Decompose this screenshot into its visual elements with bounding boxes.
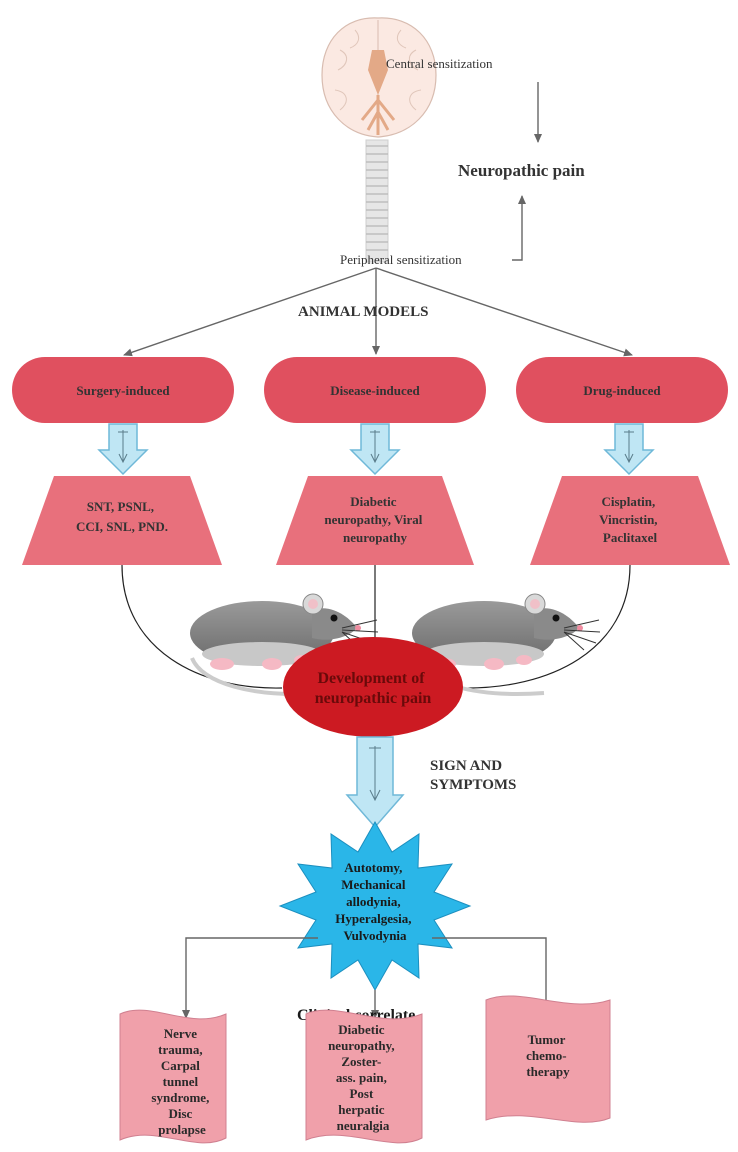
brain-icon <box>321 17 437 138</box>
surgery-examples-box <box>22 476 222 565</box>
down-arrow-icon <box>345 736 405 829</box>
disease-induced-pill <box>264 357 486 423</box>
central-sensitization-label: Central sensitization <box>386 56 493 71</box>
development-text: Development of neuropathic pain <box>315 670 432 707</box>
clinical-text-2: Diabetic neuropathy, Zoster- ass. pain, … <box>328 1022 398 1133</box>
clinical-box-1 <box>119 1009 227 1144</box>
down-arrow-icon <box>98 423 148 475</box>
surgery-induced-pill <box>12 357 234 423</box>
surgery-induced-label: Surgery-induced <box>76 383 170 398</box>
disease-induced-label: Disease-induced <box>330 383 420 398</box>
clinical-text-3: Tumor chemo- therapy <box>526 1032 570 1079</box>
down-arrow-icon <box>604 423 654 475</box>
surgery-connector <box>121 564 283 689</box>
clinical-box-2 <box>305 1009 423 1144</box>
to-clinical-1-arrow <box>182 937 318 1019</box>
disease-examples-text: Diabetic neuropathy, Viral neuropathy <box>324 494 425 545</box>
development-ellipse <box>283 637 463 737</box>
spinal-cord-icon <box>365 139 389 263</box>
sign-and-symptoms-label: SIGN AND SYMPTOMS <box>430 758 516 793</box>
drug-induced-label: Drug-induced <box>583 383 661 398</box>
animal-models-label: ANIMAL MODELS <box>298 304 428 320</box>
to-surgery-arrow <box>123 267 377 357</box>
clinical-box-3 <box>485 995 611 1123</box>
to-drug-arrow <box>375 267 633 357</box>
symptoms-text: Autotomy, Mechanical allodynia, Hyperalg… <box>335 860 414 943</box>
clinical-text-1: Nerve trauma, Carpal tunnel syndrome, Di… <box>151 1026 212 1137</box>
peripheral-to-pain-arrow <box>512 195 526 261</box>
surgery-examples-text: SNT, PSNL, CCI, SNL, PND. <box>76 499 168 534</box>
drug-induced-pill <box>516 357 728 423</box>
drug-connector <box>459 564 631 689</box>
neuropathic-pain-label: Neuropathic pain <box>458 161 585 180</box>
down-arrow-icon <box>350 423 400 475</box>
disease-examples-box <box>276 476 474 565</box>
peripheral-sensitization-label: Peripheral sensitization <box>340 252 462 267</box>
to-clinical-3-arrow <box>432 937 550 1019</box>
drug-examples-text: Cisplatin, Vincristin, Paclitaxel <box>599 494 661 545</box>
drug-examples-box <box>530 476 730 565</box>
